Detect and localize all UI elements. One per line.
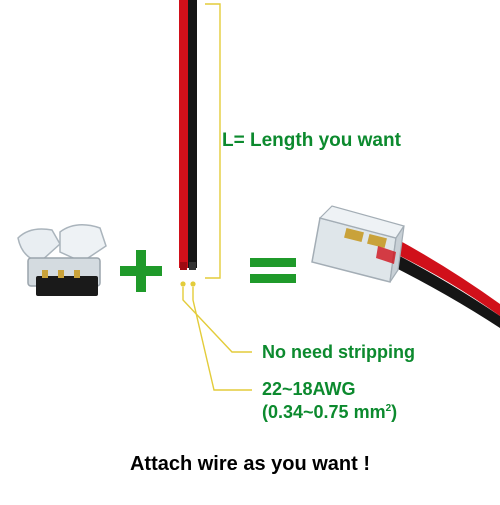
caption: Attach wire as you want ! (129, 453, 371, 475)
cross-section-suffix: ) (391, 402, 398, 422)
open-connector-icon (17, 224, 107, 296)
wire-icon (179, 0, 197, 287)
length-bracket (205, 3, 221, 279)
cross-section-prefix: (0.34~0.75 mm (262, 402, 386, 422)
plus-icon (120, 250, 162, 292)
no-stripping-annotation: No need stripping (262, 342, 415, 362)
assembled-connector-icon (311, 205, 500, 328)
length-annotation: L= Length you want (222, 130, 401, 151)
cross-section-exponent: 2 (385, 403, 392, 414)
equals-icon (250, 258, 296, 283)
cross-section-annotation: (0.34~0.75 mm2) (262, 402, 397, 423)
leader-lines (182, 287, 252, 391)
awg-annotation: 22~18AWG (262, 379, 356, 399)
